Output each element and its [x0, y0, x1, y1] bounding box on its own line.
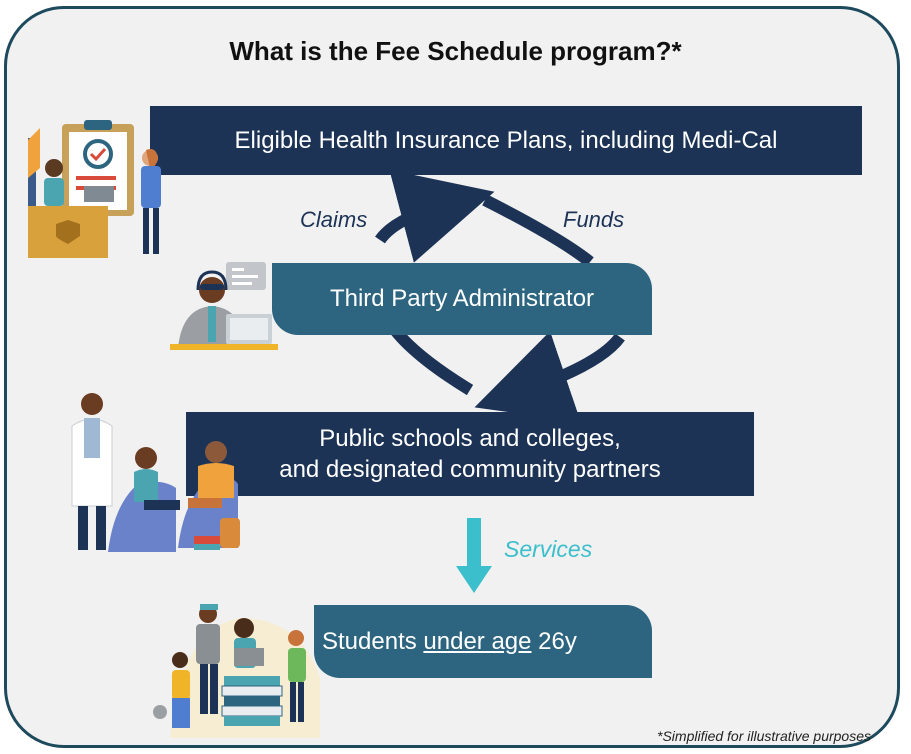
- tpa-node: Third Party Administrator: [272, 263, 652, 335]
- funds-label: Funds: [563, 207, 625, 232]
- funds-arrow: [485, 194, 625, 392]
- plans-node: Eligible Health Insurance Plans, includi…: [150, 106, 862, 175]
- doctor-family-illustration: [71, 393, 240, 552]
- claims-label: Claims: [300, 207, 368, 232]
- footnote: *Simplified for illustrative purposes: [657, 728, 871, 744]
- page-title: What is the Fee Schedule program?*: [229, 36, 682, 66]
- schools-node: Public schools and colleges, and designa…: [186, 412, 754, 496]
- schools-line-2: and designated community partners: [279, 456, 661, 483]
- insurance-office-illustration: [28, 120, 161, 258]
- students-underlined: under age: [423, 627, 532, 655]
- services-arrow: [456, 518, 492, 593]
- services-label: Services: [504, 536, 593, 562]
- students-suffix: 26y: [531, 627, 577, 655]
- students-prefix: Students: [322, 627, 424, 655]
- students-illustration: [153, 604, 320, 738]
- students-node: Students under age 26y: [314, 605, 652, 678]
- schools-line-1: Public schools and colleges,: [319, 425, 621, 452]
- call-center-agent-illustration: [170, 262, 278, 350]
